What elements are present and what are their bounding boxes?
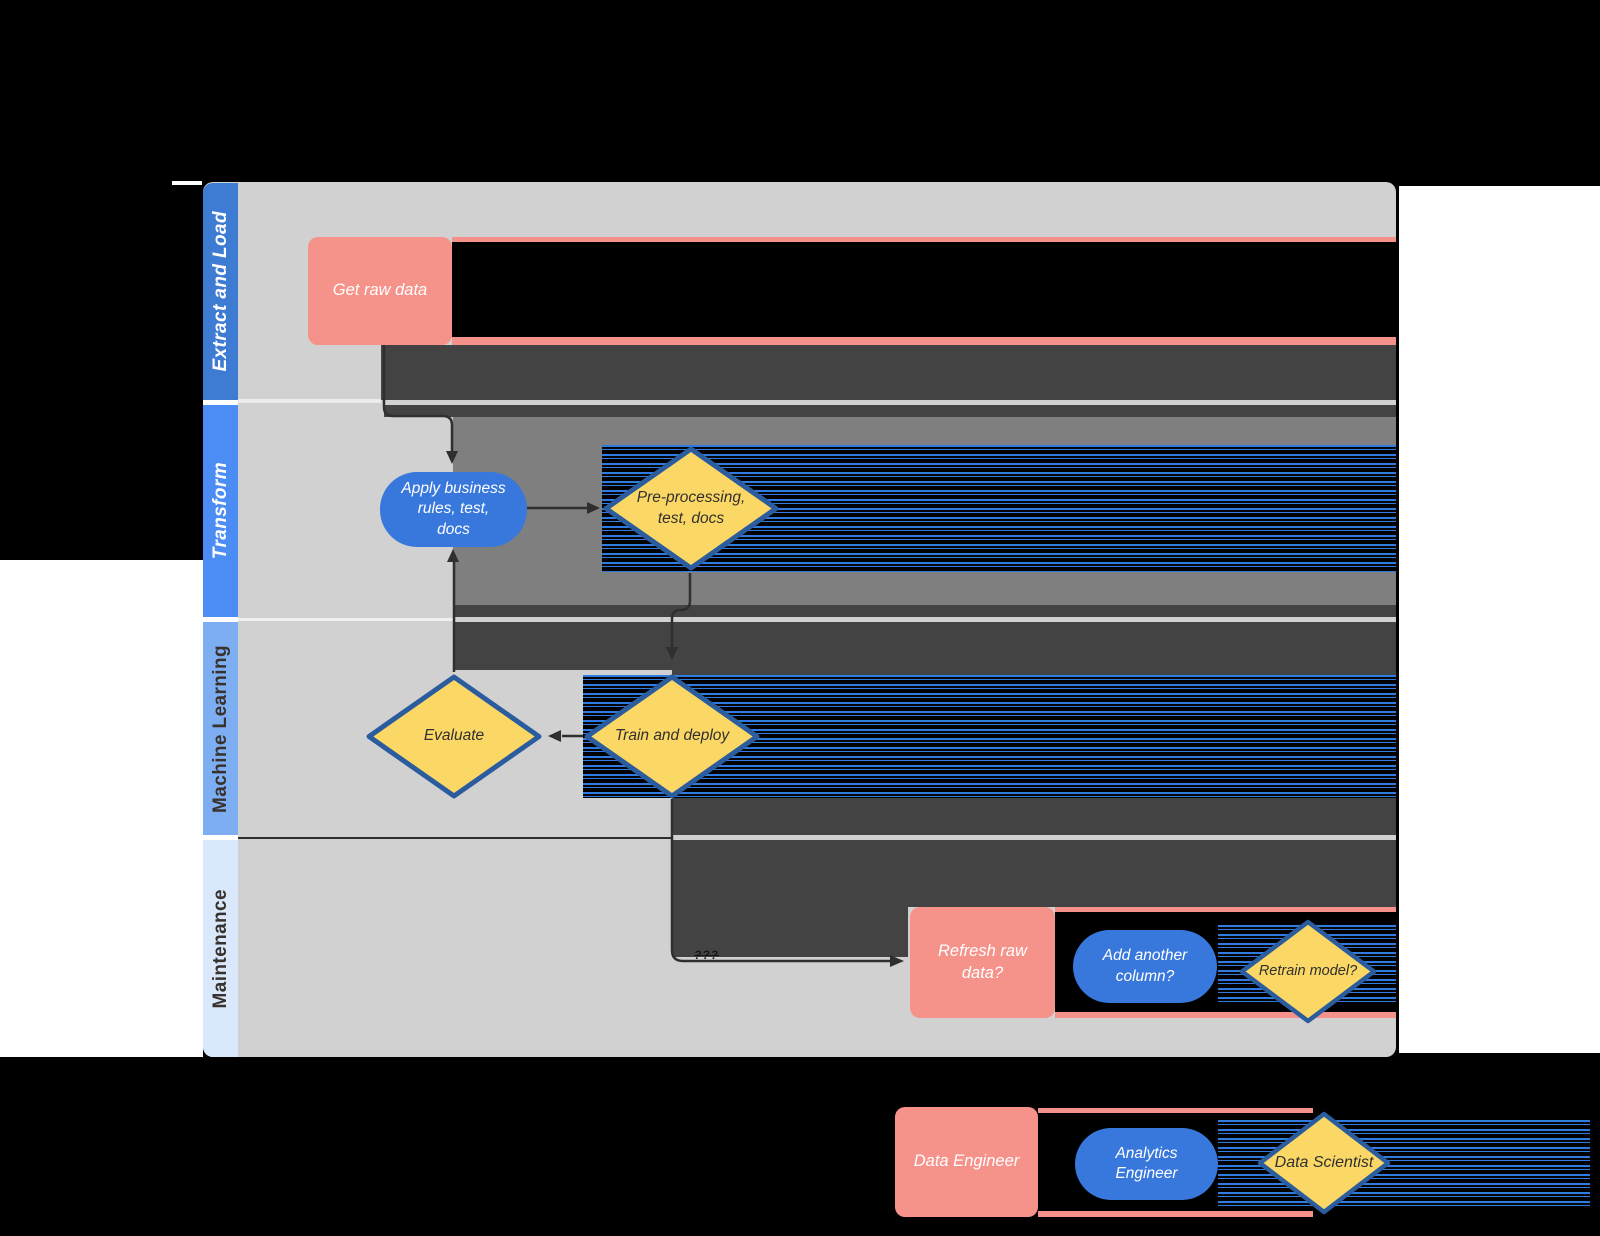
lane-label-extract-and-load: Extract and Load: [203, 183, 238, 400]
lane-boundary-1: [238, 399, 381, 403]
lane-gap-2: [203, 617, 238, 622]
right-white-margin: [1399, 186, 1600, 1053]
lane-boundary-2: [238, 618, 453, 621]
decision-diamond-shape: [584, 674, 760, 799]
artifact-dark-region-ml-top: [453, 622, 1396, 670]
decision-label: Pre-processing, test, docs: [636, 489, 746, 527]
edge-train-to-refresh: [670, 799, 891, 963]
node-apply-business-rules: Apply business rules, test, docs: [380, 472, 527, 547]
lane-boundary-3: [238, 837, 672, 839]
lane-label-machine-learning: Machine Learning: [203, 622, 238, 835]
node-get-raw-data: Get raw data: [308, 237, 452, 345]
arrowhead-down-train: [666, 647, 678, 660]
left-white-margin: [0, 560, 203, 1057]
legend-data-engineer: Data Engineer: [895, 1107, 1038, 1217]
arrowhead-right-preprocessing: [587, 502, 600, 514]
artifact-black-region-extract: [452, 237, 1396, 345]
top-edge-artifact-dash: [172, 181, 202, 185]
legend-label: Data Scientist: [1274, 1153, 1374, 1171]
artifact-dark-region-transform-top: [384, 405, 1396, 417]
edge-getdata-to-applyrules: [382, 345, 454, 452]
decision-label: Train and deploy: [614, 727, 730, 745]
arrowhead-left-evaluate: [548, 730, 561, 742]
connector-label-artifact: ???: [694, 948, 719, 962]
lane-label-transform: Transform: [203, 405, 238, 617]
node-evaluate-decision: Evaluate: [365, 673, 543, 800]
legend-data-scientist: Data Scientist: [1256, 1110, 1392, 1216]
legend-analytics-engineer: Analytics Engineer: [1075, 1128, 1218, 1200]
node-add-another-column: Add another column?: [1073, 930, 1217, 1003]
decision-diamond-shape: [1239, 919, 1377, 1024]
decision-label: Evaluate: [423, 727, 485, 745]
scanline-artifact-legend-pink-bottom: [1038, 1211, 1313, 1217]
arrowhead-up-applyrules: [447, 549, 459, 562]
artifact-dark-region-maintenance-left: [672, 907, 908, 957]
edge-preprocessing-to-train: [670, 573, 692, 648]
arrowhead-right-refresh: [890, 955, 904, 967]
legend-diamond-shape: [1257, 1111, 1391, 1215]
decision-diamond-shape: [366, 674, 542, 799]
arrowhead-down-applyrules: [446, 451, 458, 464]
scanline-artifact-legend-pink-top: [1038, 1108, 1313, 1113]
node-preprocessing-decision: Pre-processing, test, docs: [602, 445, 780, 572]
node-refresh-raw-data: Refresh raw data?: [910, 907, 1055, 1018]
artifact-dark-region-maintenance-top: [672, 840, 1396, 907]
artifact-dark-region-extract-bottom: [381, 345, 1396, 400]
lane-gap-3: [203, 835, 238, 840]
decision-label: Retrain model?: [1258, 963, 1358, 980]
node-train-and-deploy-decision: Train and deploy: [583, 673, 761, 800]
decision-diamond-shape: [603, 446, 779, 571]
lane-gap-1: [203, 400, 238, 405]
node-retrain-model-decision: Retrain model?: [1238, 918, 1378, 1025]
lane-label-maintenance: Maintenance: [203, 840, 238, 1057]
